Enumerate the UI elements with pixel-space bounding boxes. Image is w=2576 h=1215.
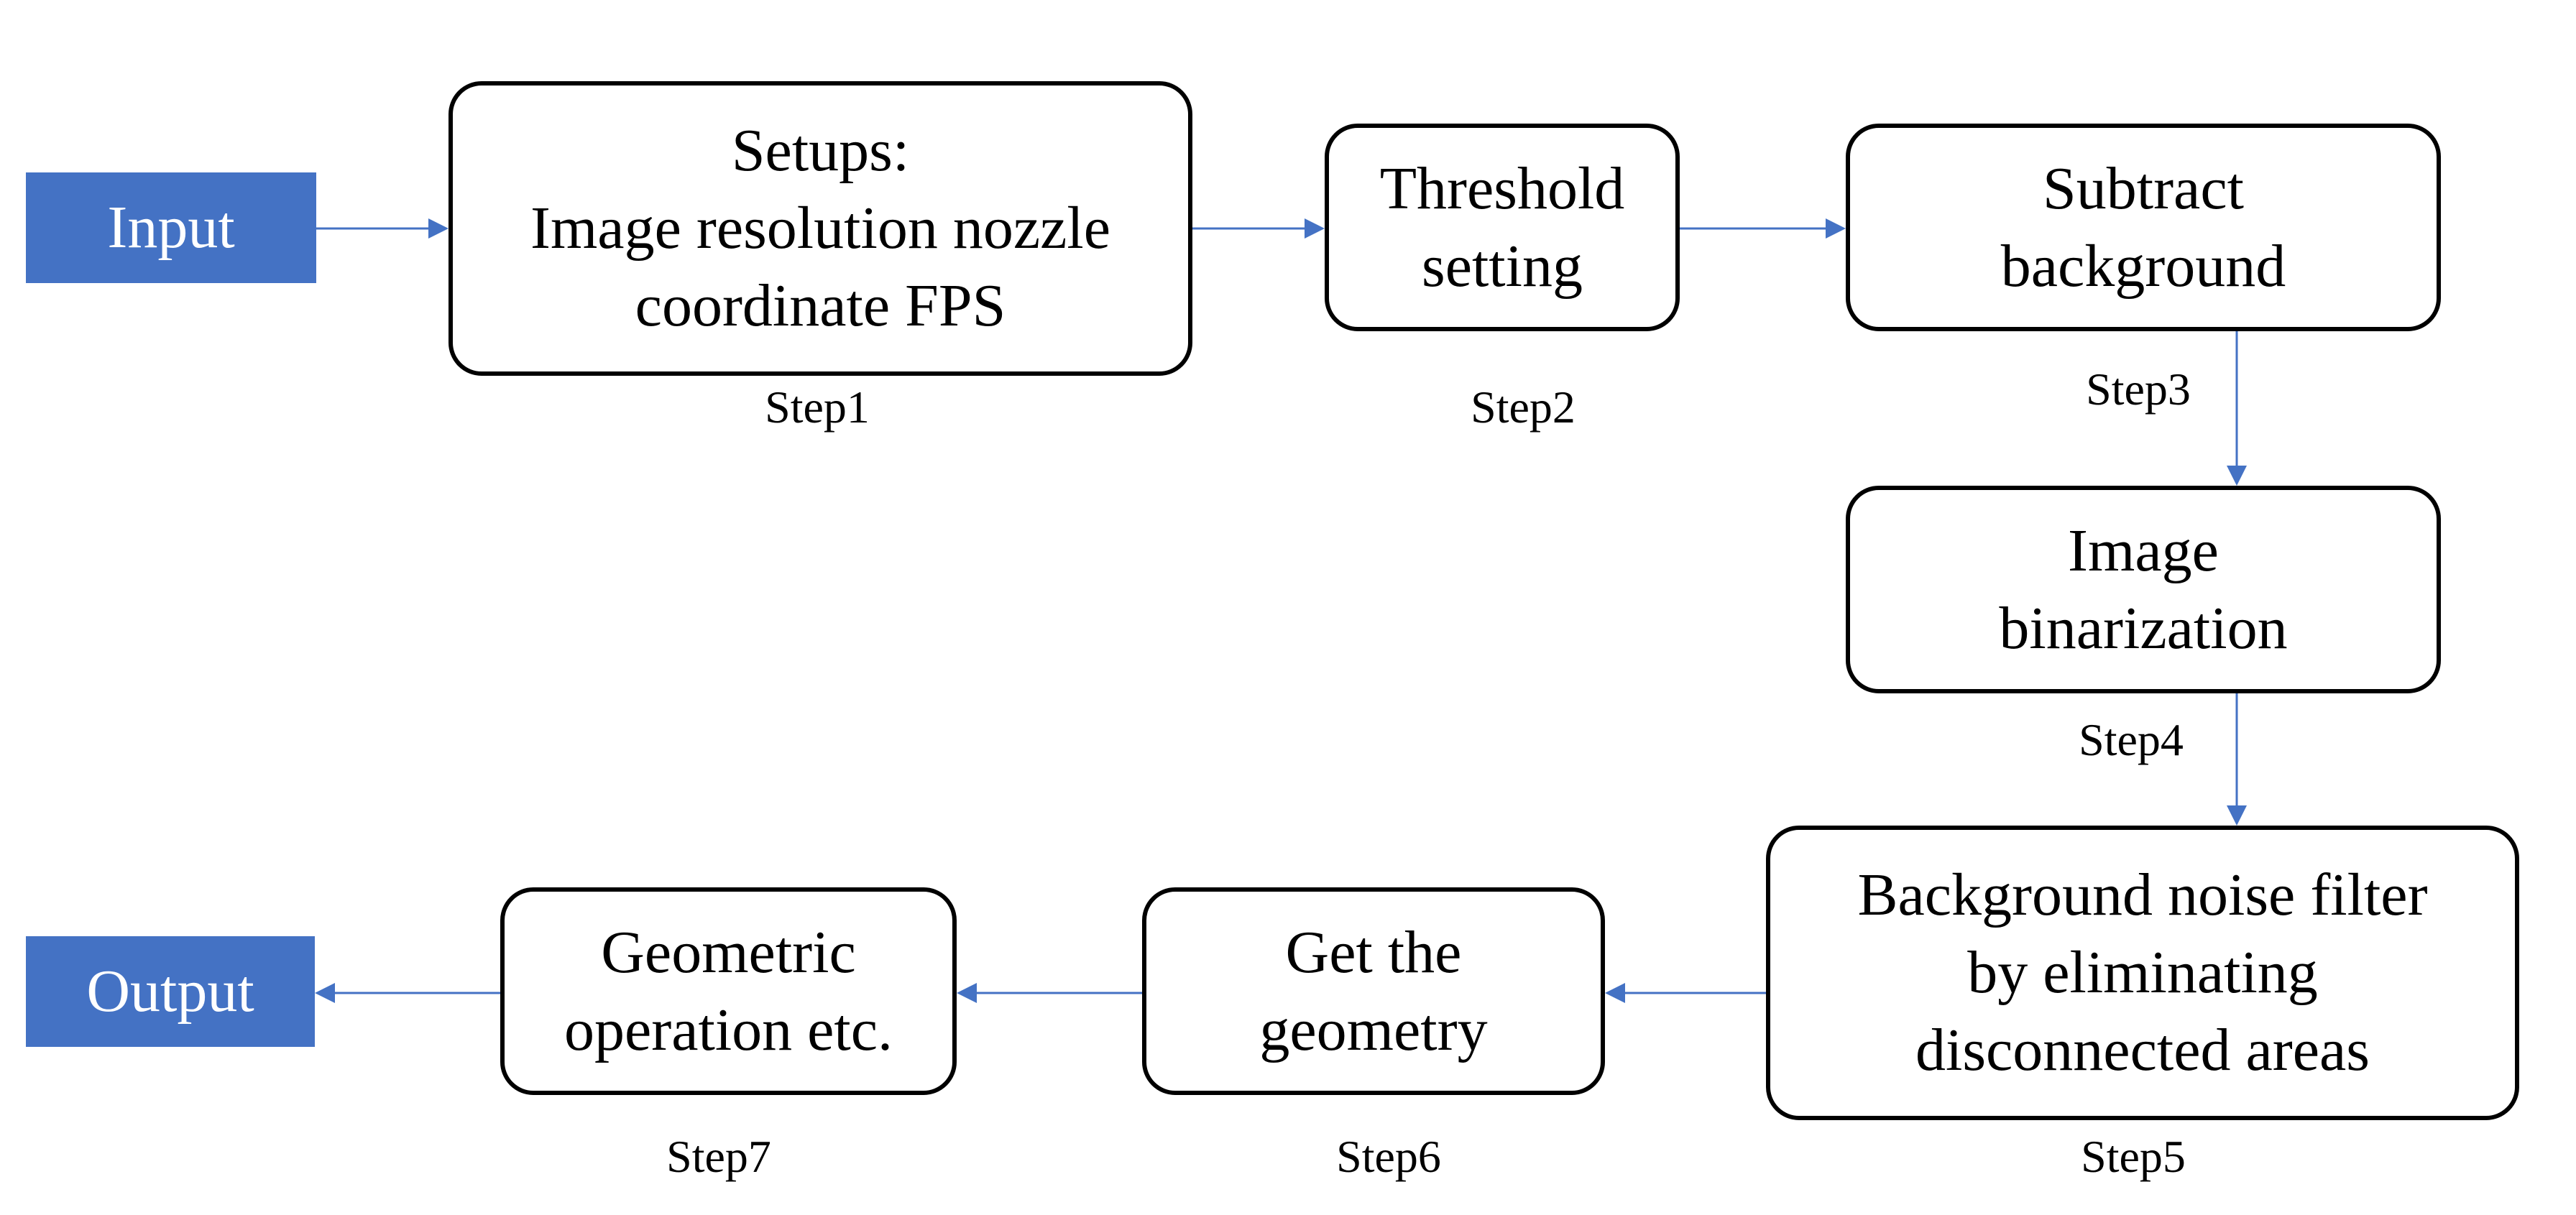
step1-box: Setups: Image resolution nozzle coordina…	[448, 81, 1192, 376]
arrowhead	[315, 983, 335, 1003]
step3-label: Step3	[2086, 364, 2191, 415]
step7-label: Step7	[666, 1131, 771, 1182]
arrowhead	[1605, 983, 1625, 1003]
step6-line-2: geometry	[1259, 996, 1488, 1063]
step6-label: Step6	[1336, 1131, 1441, 1182]
step3-line-1: Subtract	[2043, 154, 2244, 222]
step4-box: Image binarization	[1846, 486, 2441, 693]
arrowhead	[2227, 805, 2247, 826]
step5-line-1: Background noise filter	[1857, 861, 2428, 928]
step4-label: Step4	[2079, 714, 2184, 765]
step1-line-2: Image resolution nozzle	[530, 195, 1111, 262]
step3-box: Subtract background	[1846, 124, 2441, 331]
step4-line-1: Image	[2068, 517, 2219, 584]
step5-label: Step5	[2081, 1131, 2186, 1182]
output-label: Output	[86, 958, 254, 1025]
step7-line-2: operation etc.	[564, 996, 893, 1063]
arrowhead	[1305, 218, 1325, 239]
step2-line-2: setting	[1422, 232, 1583, 300]
arrowhead	[428, 218, 448, 239]
step2-line-1: Threshold	[1379, 154, 1625, 222]
step5-line-2: by eliminating	[1967, 939, 2318, 1006]
step2-box: Threshold setting	[1325, 124, 1680, 331]
input-label: Input	[107, 194, 235, 261]
step5-line-3: disconnected areas	[1915, 1017, 2370, 1084]
step2-label: Step2	[1471, 382, 1576, 433]
arrowhead	[957, 983, 977, 1003]
step5-box: Background noise filter by eliminating d…	[1766, 826, 2519, 1120]
step4-line-2: binarization	[1999, 594, 2288, 662]
step1-line-3: coordinate FPS	[635, 272, 1006, 339]
step1-line-1: Setups:	[731, 117, 910, 184]
step7-line-1: Geometric	[601, 918, 856, 986]
step6-box: Get the geometry	[1142, 887, 1605, 1095]
step6-line-1: Get the	[1285, 918, 1462, 986]
arrowhead	[1826, 218, 1846, 239]
output-box: Output	[26, 936, 315, 1047]
step7-box: Geometric operation etc.	[500, 887, 957, 1095]
arrowhead	[2227, 466, 2247, 486]
input-box: Input	[26, 172, 316, 283]
step1-label: Step1	[765, 382, 870, 433]
step3-line-2: background	[2000, 232, 2286, 300]
